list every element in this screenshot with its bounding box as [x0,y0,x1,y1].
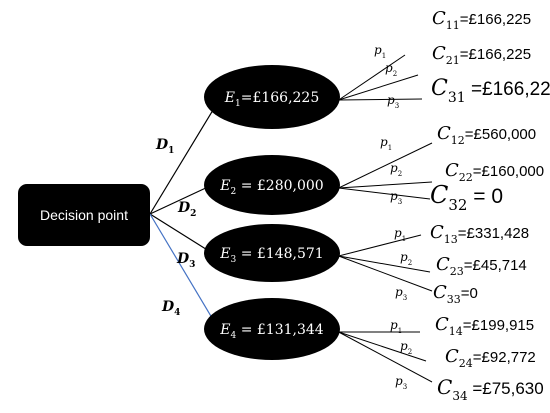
outcome-edge [338,74,419,101]
decision-branch-2: D2 E2 = £280,000 p1 C12=£560,000 p2 C22=£160,… [177,123,544,219]
outcome-edge [338,331,433,383]
probability-label: p2 [390,161,402,178]
probability-label: p2 [400,250,412,267]
expected-value-label-3: E3 = £148,571 [219,246,323,265]
outcome-value-label: C23=£45,714 [436,254,527,278]
chance-node-2 [204,155,340,215]
decision-label-2: D2 [177,200,196,219]
outcome-edge [338,255,431,273]
decision-point-label: Decision point [40,207,128,223]
outcome-edge [338,234,422,257]
outcome-edge [338,255,433,292]
outcome-edge [338,331,427,362]
decision-edge-2 [149,184,213,215]
decision-branch-3: D3 E3 = £148,571 p1 C13=£331,428 p2 C23=£45,7… [176,222,529,306]
outcome-value-label: C14=£199,915 [435,314,534,338]
outcome-value-label: C22=£160,000 [445,160,544,184]
expected-value-label-1: E1=£166,225 [224,90,320,109]
outcome-value-label: C34 =£75,630 [437,375,544,403]
decision-edge-3 [149,213,213,254]
chance-node-4 [204,298,340,360]
decision-label-4: D4 [161,299,180,318]
probability-label: p3 [390,189,402,206]
probability-label: p3 [395,374,407,391]
outcome-edge [338,142,433,189]
outcome-value-label: C24=£92,772 [445,346,536,370]
decision-branch-1: D1 E1=£166,225 p1 C11=£166,225 p2 C21=£166,22… [155,8,550,156]
outcome-value-label: C13=£331,428 [430,222,529,246]
decision-edge-1 [149,111,213,215]
chance-node-3 [204,224,340,282]
outcome-edge [338,181,433,189]
outcome-edge [338,54,406,101]
outcome-edge [338,98,423,101]
expected-value-label-4: E4 = £131,344 [219,322,323,341]
probability-label: p2 [385,61,397,78]
expected-value-label-2: E2 = £280,000 [219,178,323,197]
probability-label: p3 [395,285,407,302]
probability-label: p3 [387,93,399,110]
outcome-value-label: C21=£166,225 [432,43,531,67]
decision-point-box [18,184,150,246]
decision-label-1: D1 [155,137,174,156]
probability-label: p1 [380,135,392,152]
decision-label-3: D3 [176,251,195,270]
decision-branch-4: D4 E4 = £131,344 p1 C14=£199,915 p2 C24=£92,7… [161,298,544,403]
outcome-value-label: C11=£166,225 [432,8,531,32]
outcome-value-label: C31 =£166,225 [431,76,550,106]
outcome-value-label: C33=0 [433,282,478,306]
probability-label: p1 [394,226,406,243]
outcome-value-label: C32 = 0 [430,181,503,214]
outcome-value-label: C12=£560,000 [437,123,536,147]
probability-label: p2 [400,339,412,356]
probability-label: p1 [374,43,386,60]
chance-node-1 [204,65,340,129]
probability-label: p1 [390,318,402,335]
outcome-edge [338,187,431,200]
decision-edge-4 [149,213,213,319]
decision-point-node: Decision point [18,184,150,246]
